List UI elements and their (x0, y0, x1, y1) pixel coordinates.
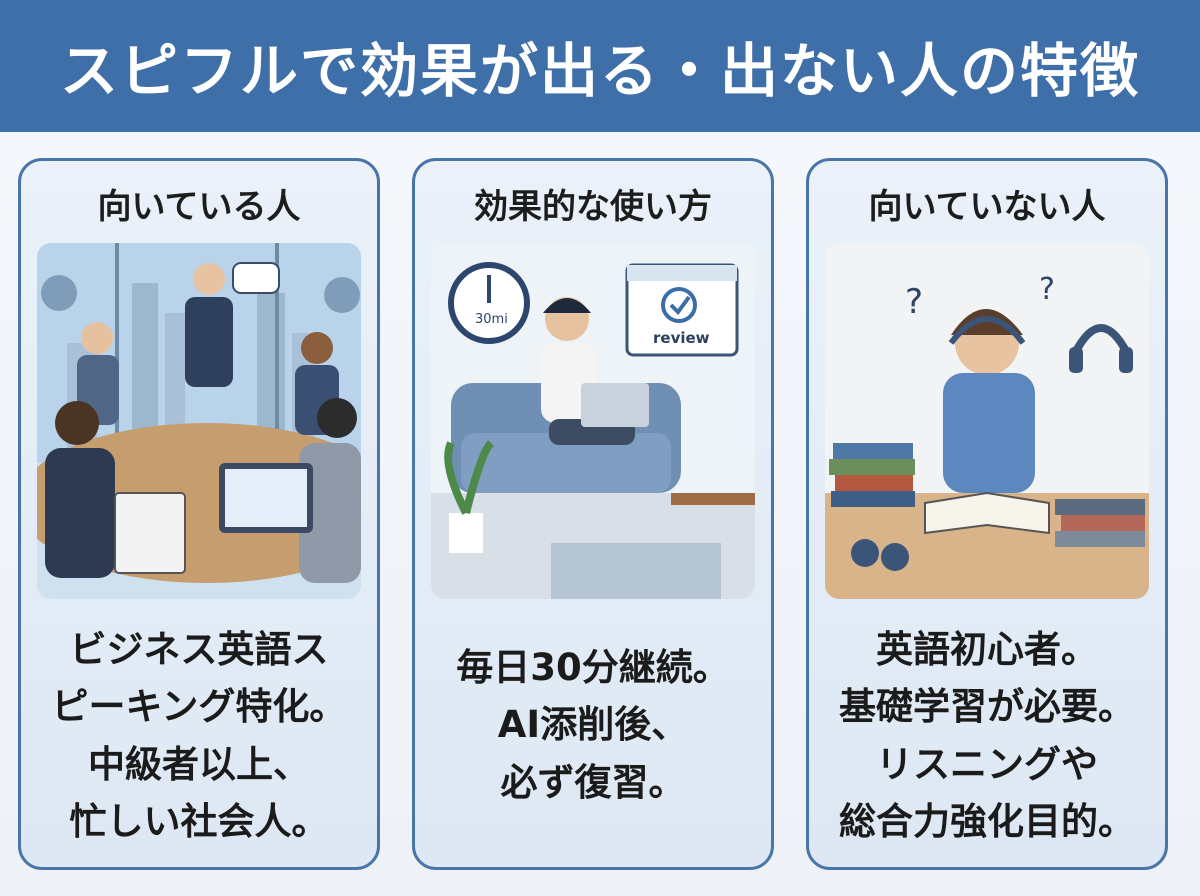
study-at-home-illustration: 30mi review (431, 243, 755, 599)
title-banner: スピフルで効果が出る・出ない人の特徴 (0, 0, 1200, 132)
card-description: 毎日30分継続。 AI添削後、 必ず復習。 (421, 639, 765, 811)
description-line: 必ず復習。 (500, 760, 686, 804)
card-description: ビジネス英語ス ピーキング特化。 中級者以上、 忙しい社会人。 (27, 621, 371, 850)
card-heading: 効果的な使い方 (474, 187, 712, 227)
card-heading: 向いていない人 (868, 187, 1106, 227)
description-line: リスニングや (876, 742, 1098, 786)
card-suitable: 向いている人 (18, 158, 380, 870)
card-unsuitable: 向いていない人 ? ? (806, 158, 1168, 870)
card-description: 英語初心者。 基礎学習が必要。 リスニングや 総合力強化目的。 (815, 621, 1159, 850)
description-line: 英語初心者。 (876, 628, 1098, 671)
description-line: 忙しい社会人。 (69, 800, 329, 844)
card-heading: 向いている人 (97, 187, 301, 227)
card-effective-usage: 効果的な使い方 30mi review (412, 158, 774, 870)
description-line: 中級者以上、 (88, 742, 310, 786)
description-line: 基礎学習が必要。 (839, 685, 1135, 729)
page-title: スピフルで効果が出る・出ない人の特徴 (59, 37, 1140, 105)
question-mark-icon: ? (1039, 272, 1055, 307)
description-line: 総合力強化目的。 (839, 800, 1135, 844)
description-line: AI添削後、 (497, 703, 689, 747)
review-label: review (653, 329, 710, 347)
confused-learner-illustration: ? ? (825, 243, 1149, 599)
description-line: ビジネス英語ス (69, 628, 329, 671)
business-meeting-illustration (37, 243, 361, 599)
description-line: ピーキング特化。 (51, 685, 347, 729)
question-mark-icon: ? (905, 282, 923, 322)
description-line: 毎日30分継続。 (456, 646, 730, 689)
clock-label: 30mi (475, 312, 508, 327)
